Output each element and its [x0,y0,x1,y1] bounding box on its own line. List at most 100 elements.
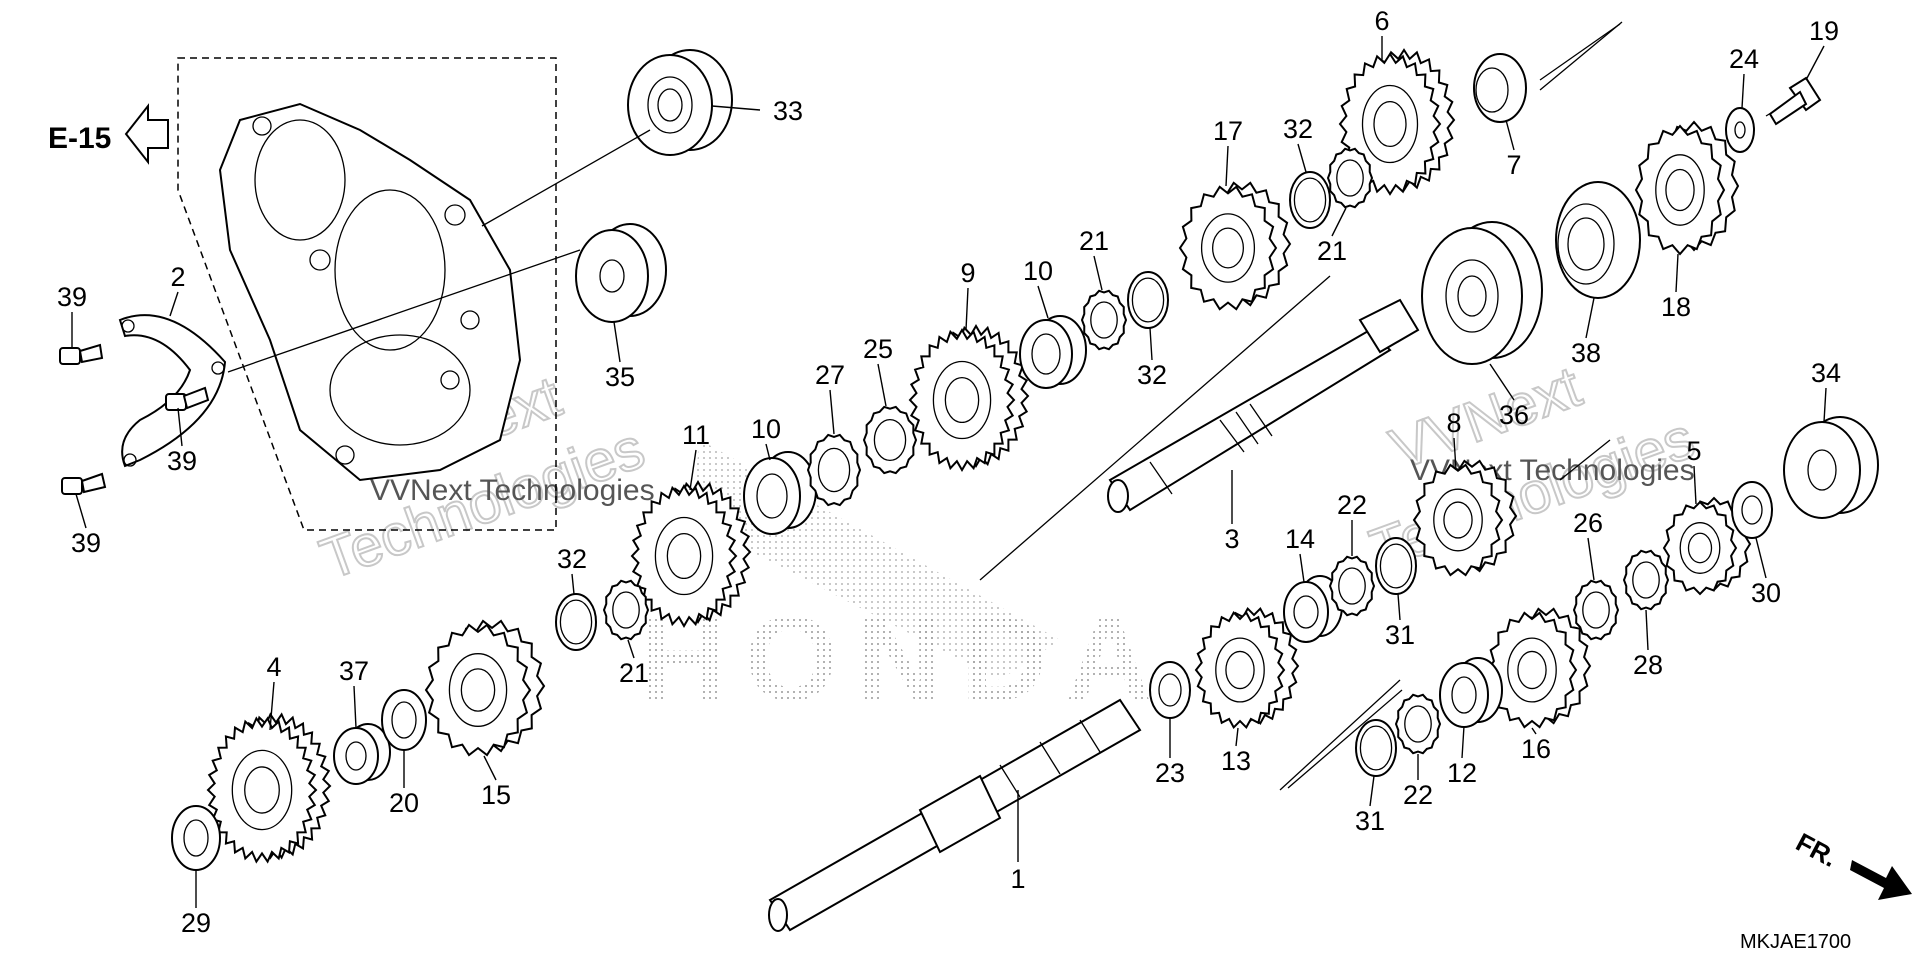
callout-7[interactable]: 7 [1506,150,1521,180]
gear-part-9 [908,324,1030,472]
callout-33[interactable]: 33 [773,96,803,126]
callout-36[interactable]: 36 [1499,400,1529,430]
needle-bearing-12 [1439,657,1503,728]
lock-washer-27 [806,433,862,507]
callout-26[interactable]: 26 [1573,508,1603,538]
spline-washer-21-a [1326,147,1374,209]
callout-18[interactable]: 18 [1661,292,1691,322]
bolt-39-c [61,472,107,495]
callouts: 1 2 3 4 5 6 7 8 9 10 10 11 12 13 14 15 1… [57,6,1841,938]
callout-22-b[interactable]: 22 [1403,780,1433,810]
callout-25[interactable]: 25 [863,334,893,364]
callout-23[interactable]: 23 [1155,758,1185,788]
callout-21-c[interactable]: 21 [619,658,649,688]
spline-washer-21-b [1080,289,1128,351]
spline-washer-22-b [1394,693,1442,755]
callout-1[interactable]: 1 [1010,864,1025,894]
reference-label: E-15 [48,122,111,155]
callout-28[interactable]: 28 [1633,650,1663,680]
callout-3[interactable]: 3 [1224,524,1239,554]
callout-10-a[interactable]: 10 [1023,256,1053,286]
watermark-brand: HONDA [640,592,1170,726]
callout-37[interactable]: 37 [339,656,369,686]
callout-35[interactable]: 35 [605,362,635,392]
spline-washer-28 [1622,549,1670,611]
callout-32-c[interactable]: 32 [557,544,587,574]
bracket-part-2 [118,314,227,468]
bearing-part-34 [1783,416,1879,519]
axis-line-guide-3 [1539,21,1623,91]
callout-29[interactable]: 29 [181,908,211,938]
shaft-part-1 [768,698,1142,932]
diagram-code: MKJAE1700 [1740,931,1851,953]
needle-bearing-37 [333,723,391,785]
callout-11[interactable]: 11 [682,420,710,450]
callout-31-b[interactable]: 31 [1355,806,1385,836]
axis-line-upper [481,129,651,227]
callout-32-b[interactable]: 32 [1137,360,1167,390]
spline-washer-26 [1572,579,1620,641]
needle-bearing-10-a [1019,315,1087,389]
callout-13[interactable]: 13 [1221,746,1251,776]
axis-line-middle [227,249,581,373]
callout-10-b[interactable]: 10 [751,414,781,444]
circlip-part-31-b [1355,719,1397,777]
callout-14[interactable]: 14 [1285,524,1315,554]
needle-bearing-10-b [743,451,817,535]
washer-part-30 [1731,481,1773,539]
callout-15[interactable]: 15 [481,780,511,810]
gear-part-8 [1412,459,1518,577]
spline-washer-22-a [1328,555,1376,617]
callout-9[interactable]: 9 [960,258,975,288]
bearing-part-33 [627,49,733,156]
gear-part-4 [206,712,332,864]
reference-arrow-icon [124,103,169,165]
seal-part-7 [1473,53,1527,123]
axis-line-guide-4 [1279,679,1401,791]
callout-17[interactable]: 17 [1213,116,1243,146]
callout-30[interactable]: 30 [1751,578,1781,608]
bearing-part-36 [1421,221,1543,365]
callout-39-c[interactable]: 39 [71,528,101,558]
callout-32-a[interactable]: 32 [1283,114,1313,144]
gear-part-5 [1662,496,1752,596]
callout-4[interactable]: 4 [266,652,281,682]
callout-5[interactable]: 5 [1686,436,1701,466]
direction-label: FR. [1791,827,1842,873]
gear-part-18 [1634,120,1740,256]
bolt-39-a [59,343,104,365]
callout-20[interactable]: 20 [389,788,419,818]
callout-27[interactable]: 27 [815,360,845,390]
callout-12[interactable]: 12 [1447,758,1477,788]
transmission-cover [218,102,522,482]
callout-19[interactable]: 19 [1809,16,1839,46]
callout-39-a[interactable]: 39 [57,282,87,312]
circlip-part-32-b [1127,271,1169,329]
callout-34[interactable]: 34 [1811,358,1841,388]
callout-39-b[interactable]: 39 [167,446,197,476]
shaft-part-3 [1107,298,1420,513]
bolt-39-b [165,386,210,411]
spline-washer-21-c [602,579,650,641]
seal-part-38 [1555,181,1641,299]
callout-2[interactable]: 2 [170,262,185,292]
ring-set [555,147,1670,777]
callout-22-a[interactable]: 22 [1337,490,1367,520]
callout-31-a[interactable]: 31 [1385,620,1415,650]
spline-washer-25 [862,405,918,475]
callout-38[interactable]: 38 [1571,338,1601,368]
callout-16[interactable]: 16 [1521,734,1551,764]
gear-part-17 [1178,181,1292,311]
axis-line-guide-1 [979,275,1331,581]
gear-part-15 [424,619,546,757]
bolt-part-19 [1765,76,1822,126]
callout-24[interactable]: 24 [1729,44,1759,74]
reference-e15[interactable]: E-15 [48,103,169,165]
callout-6[interactable]: 6 [1374,6,1389,36]
axis-line-guide-5 [1287,689,1403,789]
callout-21-a[interactable]: 21 [1079,226,1109,256]
direction-arrow-icon [1850,860,1912,900]
callout-8[interactable]: 8 [1446,408,1461,438]
callout-21-b[interactable]: 21 [1317,236,1347,266]
